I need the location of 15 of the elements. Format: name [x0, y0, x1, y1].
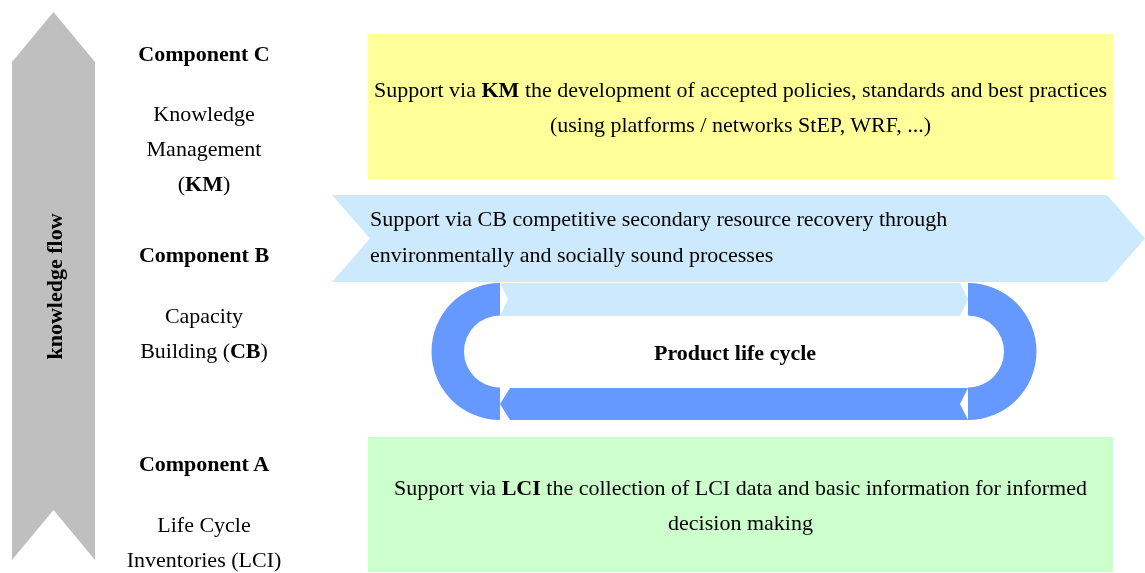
band-text: Support via CB competitive secondary resource recovery through environmentally and socially sound processes: [370, 205, 949, 269]
support-box: [368, 437, 1113, 572]
component-heading: Component B: [137, 241, 271, 269]
chevron-band: [332, 195, 1145, 282]
component-heading: Component A: [137, 450, 271, 478]
component-name: Knowledge Management (KM): [145, 100, 263, 198]
arrow-label: knowledge flow: [40, 212, 68, 362]
support-box: [368, 34, 1113, 179]
upward-chevron-arrow: [12, 12, 95, 560]
component-name: Life Cycle Inventories (LCI): [125, 511, 283, 573]
box-text: Support via LCI the collection of LCI data and basic information for informed decision making: [393, 473, 1088, 537]
cycle-label: Product life cycle: [652, 339, 818, 367]
box-text: Support via KM the development of accepted policies, standards and best practices (using platforms / networks StEP, WRF, ...): [372, 75, 1109, 139]
component-heading: Component C: [137, 40, 271, 68]
component-name: Capacity Building (CB): [139, 302, 269, 365]
